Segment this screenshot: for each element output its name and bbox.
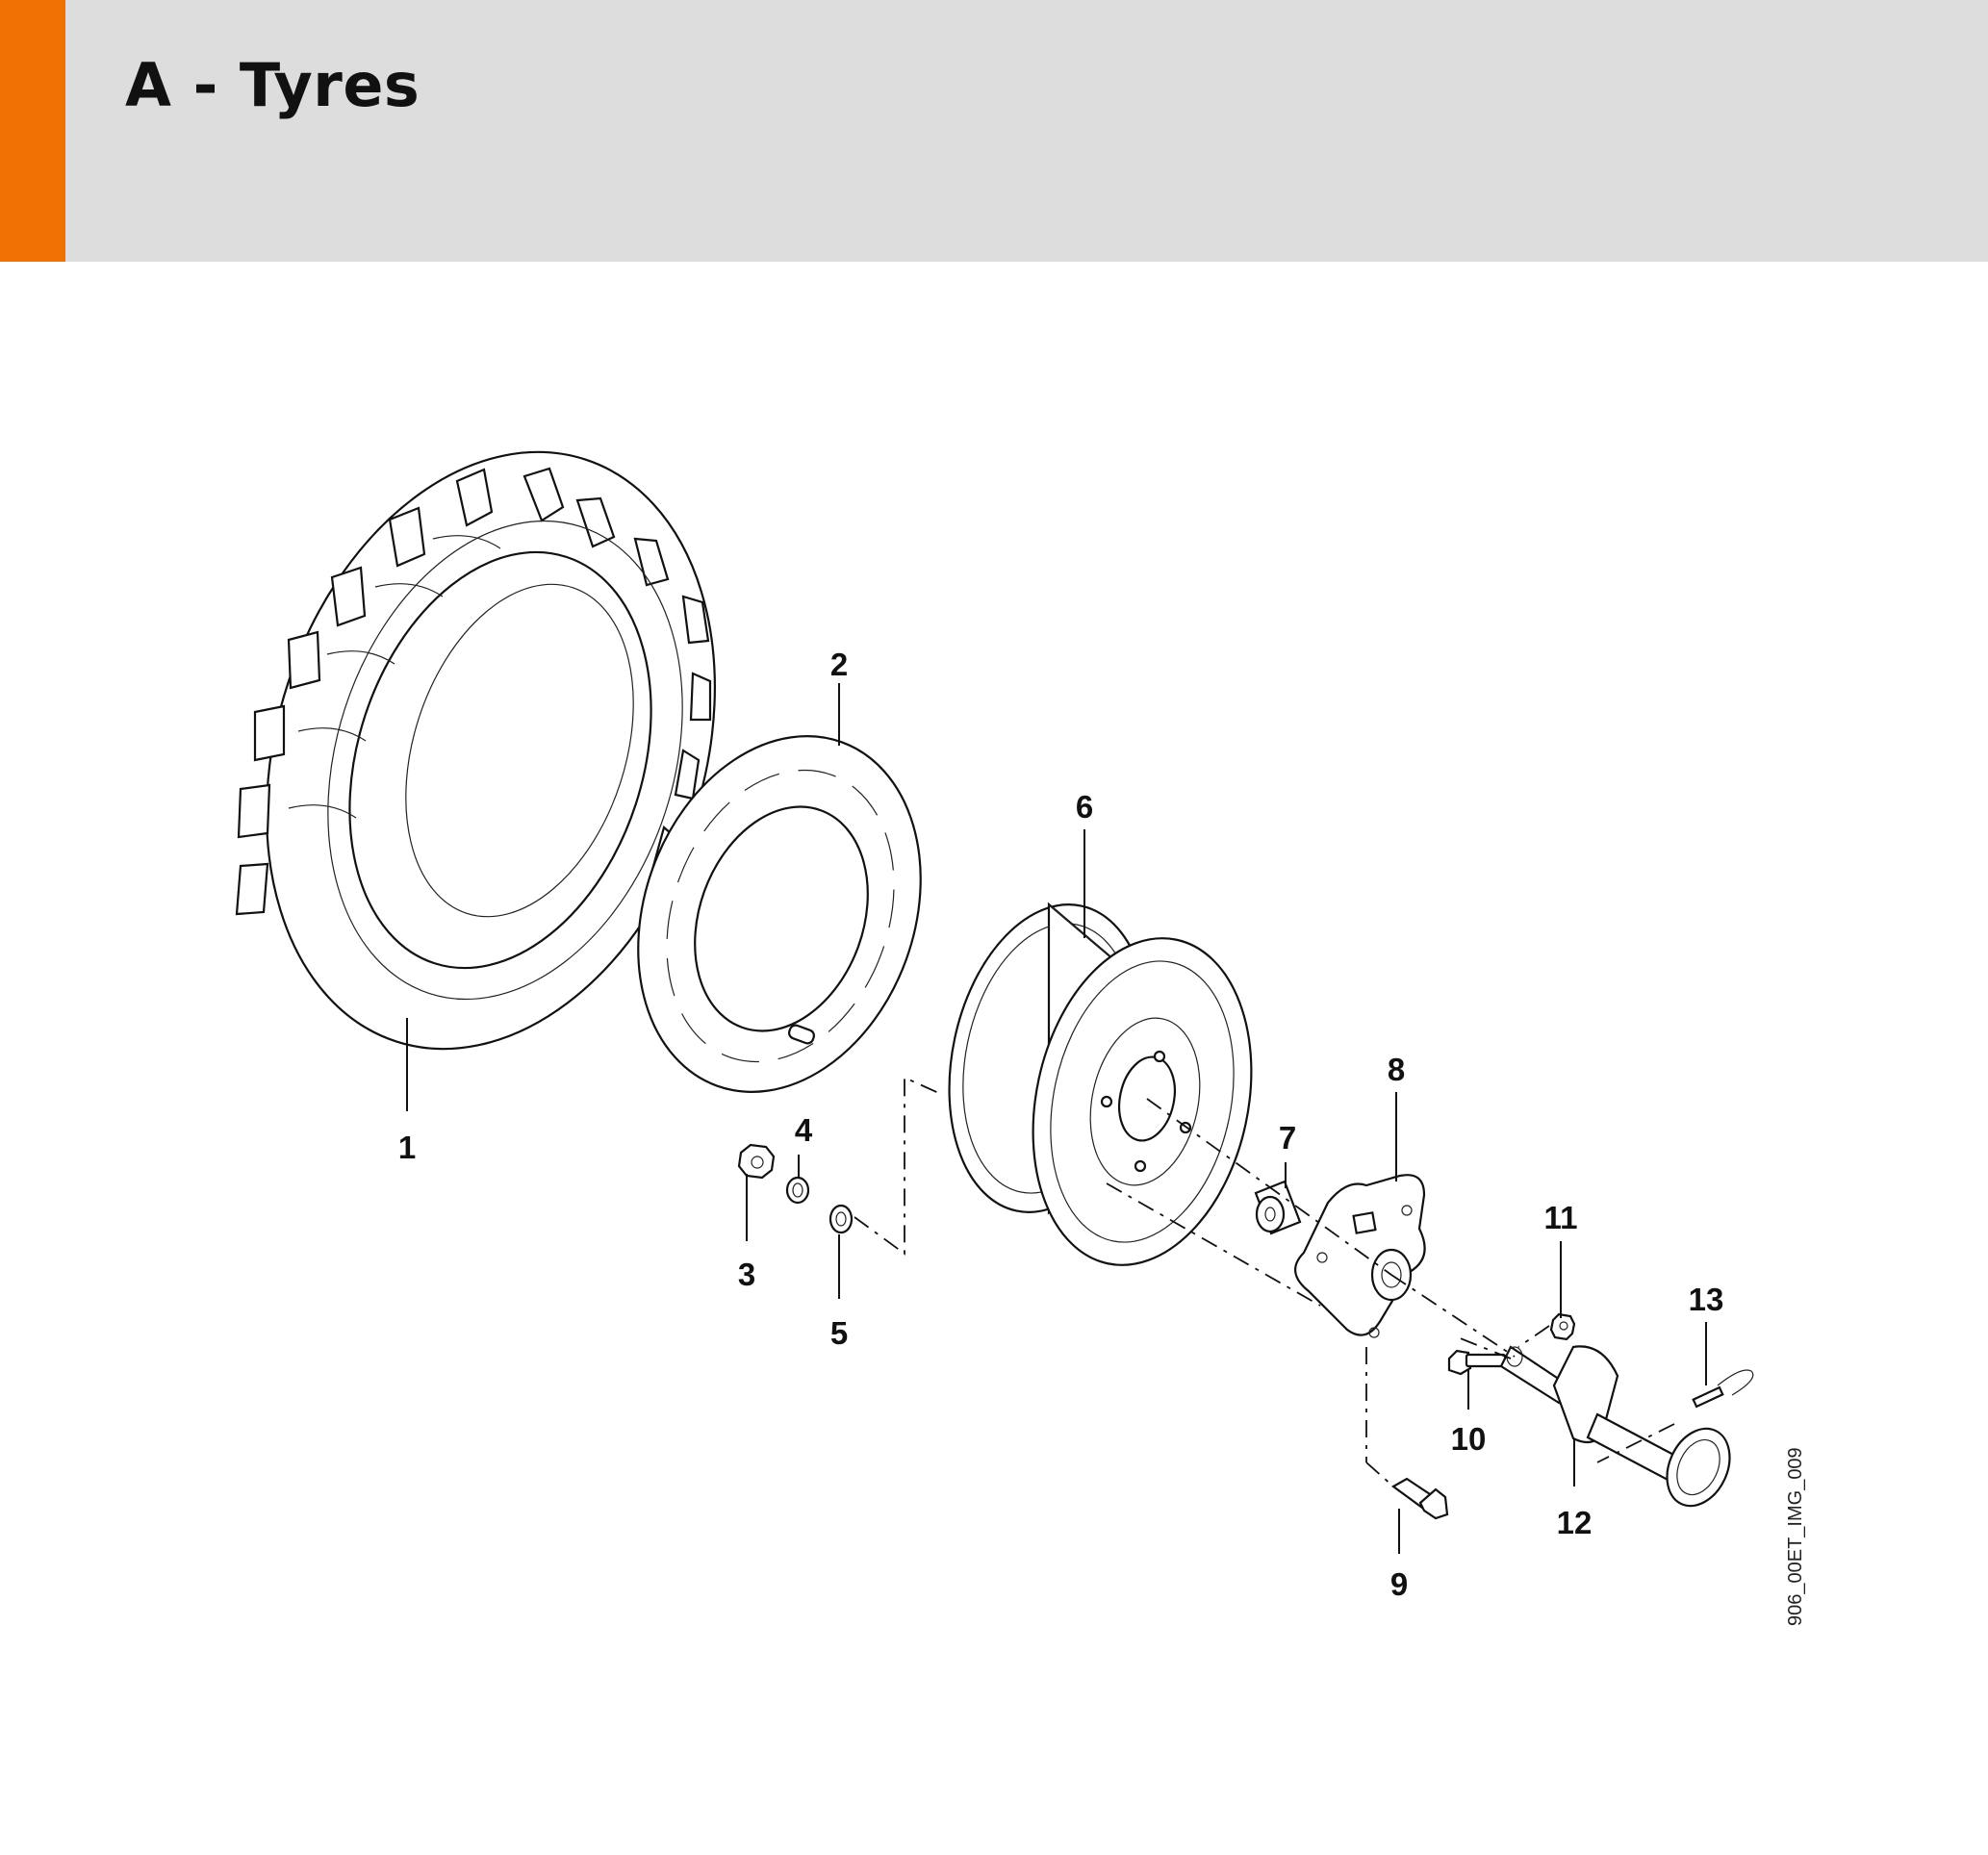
callout-2: 2 xyxy=(830,647,848,682)
part-nut xyxy=(737,1143,776,1180)
callout-1: 1 xyxy=(398,1130,416,1165)
part-lock-washer xyxy=(785,1176,810,1205)
part-bolt xyxy=(1390,1477,1449,1520)
page-title: A - Tyres xyxy=(125,50,421,120)
part-washer xyxy=(828,1204,854,1234)
callout-7: 7 xyxy=(1279,1120,1296,1156)
part-inner-tube xyxy=(637,735,922,1093)
callout-numbers: 1 2 3 4 5 6 7 8 9 10 11 12 13 xyxy=(398,647,1724,1602)
callout-9: 9 xyxy=(1390,1566,1408,1602)
part-axle-stub xyxy=(1499,1345,1731,1508)
callout-8: 8 xyxy=(1388,1052,1405,1087)
callout-12: 12 xyxy=(1557,1505,1593,1540)
part-wheel-rim xyxy=(948,902,1253,1266)
header-accent-stripe xyxy=(0,0,65,262)
callout-5: 5 xyxy=(830,1315,848,1351)
part-tyre xyxy=(235,450,716,1051)
part-spacer-sleeve xyxy=(1254,1180,1302,1235)
part-screw xyxy=(1447,1349,1507,1376)
leader-lines xyxy=(406,683,1707,1554)
callout-11: 11 xyxy=(1544,1200,1578,1235)
assembly-lines xyxy=(854,1076,1675,1487)
callout-10: 10 xyxy=(1451,1421,1487,1457)
part-linch-pin xyxy=(1692,1369,1754,1409)
callout-13: 13 xyxy=(1689,1282,1724,1317)
part-hub-flange xyxy=(1294,1174,1426,1338)
part-nut-small xyxy=(1549,1312,1576,1341)
callout-6: 6 xyxy=(1076,789,1093,825)
callout-4: 4 xyxy=(795,1112,813,1148)
callout-3: 3 xyxy=(738,1257,755,1292)
header-bar: A - Tyres xyxy=(0,0,1988,262)
image-reference-code: 906_00ET_IMG_009 xyxy=(1785,1447,1806,1626)
